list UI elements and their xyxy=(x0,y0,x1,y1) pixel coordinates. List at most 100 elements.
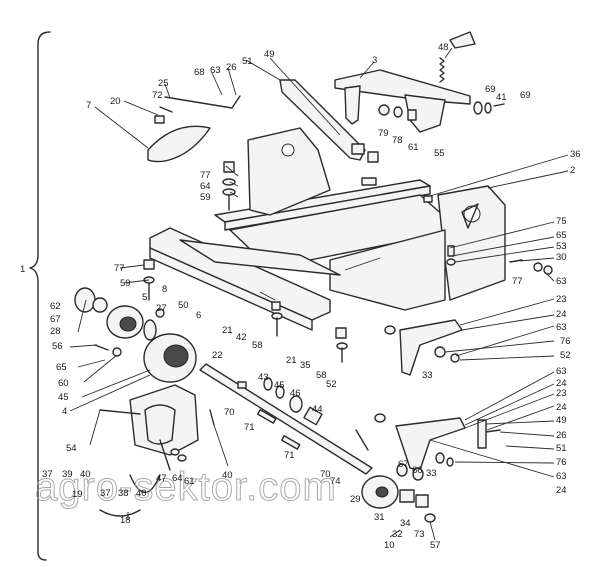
callout-48: 48 xyxy=(438,42,449,53)
callout-41: 41 xyxy=(496,92,507,103)
callout-27: 27 xyxy=(156,303,167,314)
callout-39: 39 xyxy=(62,469,73,480)
callout-49-b: 49 xyxy=(556,415,567,426)
callout-24-c: 24 xyxy=(556,402,567,413)
leader-lines xyxy=(69,47,569,541)
callout-4: 4 xyxy=(62,406,67,417)
callout-71-b: 71 xyxy=(284,450,295,461)
watermark: agro-sektor.com xyxy=(35,465,337,509)
callout-35: 35 xyxy=(300,360,311,371)
left-hub-assembly xyxy=(74,287,165,341)
callout-26: 26 xyxy=(226,62,237,73)
callout-47: 47 xyxy=(156,473,167,484)
callout-43: 43 xyxy=(258,372,269,383)
callout-25: 25 xyxy=(158,78,169,89)
callout-66: 66 xyxy=(412,465,423,476)
callout-10: 10 xyxy=(384,540,395,551)
callout-21: 21 xyxy=(222,325,233,336)
callout-36: 36 xyxy=(570,149,581,160)
callout-52-b: 52 xyxy=(326,379,337,390)
assembly-bracket xyxy=(29,31,51,561)
callout-70-b: 70 xyxy=(320,469,331,480)
callout-31: 31 xyxy=(374,512,385,523)
callout-22: 22 xyxy=(212,350,223,361)
callout-42: 42 xyxy=(236,332,247,343)
callout-58: 58 xyxy=(252,340,263,351)
bottom-left-fasteners xyxy=(99,439,187,517)
callout-26-b: 26 xyxy=(556,430,567,441)
callout-40-c: 40 xyxy=(136,488,147,499)
callout-77: 77 xyxy=(200,170,211,181)
callout-40: 40 xyxy=(222,470,233,481)
callout-21-b: 21 xyxy=(286,355,297,366)
callout-33-b: 33 xyxy=(426,468,437,479)
callout-72: 72 xyxy=(152,90,163,101)
callout-64: 64 xyxy=(200,181,211,192)
callout-62: 62 xyxy=(50,301,61,312)
callout-63-b: 63 xyxy=(556,276,567,287)
callout-63-e: 63 xyxy=(556,471,567,482)
callout-44: 44 xyxy=(312,404,323,415)
callout-50: 50 xyxy=(178,300,189,311)
callout-33: 33 xyxy=(422,370,433,381)
callout-24: 24 xyxy=(556,309,567,320)
callout-19: 19 xyxy=(72,489,83,500)
callout-24-b: 24 xyxy=(556,378,567,389)
upper-lever-assembly xyxy=(279,31,505,186)
callout-56: 56 xyxy=(52,341,63,352)
callout-30: 30 xyxy=(556,252,567,263)
callout-40-b: 40 xyxy=(80,469,91,480)
callout-76: 76 xyxy=(560,336,571,347)
callout-45-b: 45 xyxy=(274,380,285,391)
right-small-parts xyxy=(423,195,553,275)
callout-37: 37 xyxy=(42,469,53,480)
callout-1: 1 xyxy=(20,264,25,275)
callout-58-b: 58 xyxy=(316,370,327,381)
callout-2: 2 xyxy=(570,165,575,176)
callout-29: 29 xyxy=(350,494,361,505)
callout-63-d: 63 xyxy=(556,366,567,377)
lower-hub-assembly xyxy=(355,429,436,523)
callout-76-b: 76 xyxy=(556,457,567,468)
callout-45: 45 xyxy=(58,392,69,403)
callout-5: 5 xyxy=(142,292,147,303)
callout-8: 8 xyxy=(162,284,167,295)
right-lever-assembly xyxy=(374,319,501,471)
callout-49: 49 xyxy=(264,49,275,60)
callout-63-c: 63 xyxy=(556,322,567,333)
callout-61: 61 xyxy=(408,142,419,153)
callout-64-b: 64 xyxy=(172,473,183,484)
callout-69: 69 xyxy=(485,84,496,95)
callout-67-b: 67 xyxy=(398,459,409,470)
callout-57: 57 xyxy=(430,540,441,551)
center-fasteners xyxy=(271,301,348,363)
callout-70: 70 xyxy=(224,407,235,418)
callout-67: 67 xyxy=(50,314,61,325)
callout-73: 73 xyxy=(414,529,425,540)
callout-74: 74 xyxy=(330,476,341,487)
callout-3: 3 xyxy=(372,55,377,66)
callout-77-c: 77 xyxy=(512,276,523,287)
callout-71: 71 xyxy=(244,422,255,433)
callout-20: 20 xyxy=(110,96,121,107)
callout-18: 18 xyxy=(120,515,131,526)
callout-63: 63 xyxy=(210,65,221,76)
callout-24-d: 24 xyxy=(556,485,567,496)
callout-51-b: 51 xyxy=(556,443,567,454)
callout-65-b: 65 xyxy=(56,362,67,373)
callout-75: 75 xyxy=(556,216,567,227)
callout-78: 78 xyxy=(392,135,403,146)
callout-23-b: 23 xyxy=(556,388,567,399)
callout-65: 65 xyxy=(556,230,567,241)
callout-51: 51 xyxy=(242,56,253,67)
callout-55: 55 xyxy=(434,148,445,159)
callout-69-b: 69 xyxy=(520,90,531,101)
main-frame xyxy=(149,127,506,331)
callout-61-b: 61 xyxy=(184,476,195,487)
callout-23: 23 xyxy=(556,294,567,305)
callout-53: 53 xyxy=(556,241,567,252)
callout-68: 68 xyxy=(194,67,205,78)
callout-54: 54 xyxy=(66,443,77,454)
bearing-housing xyxy=(94,333,215,456)
